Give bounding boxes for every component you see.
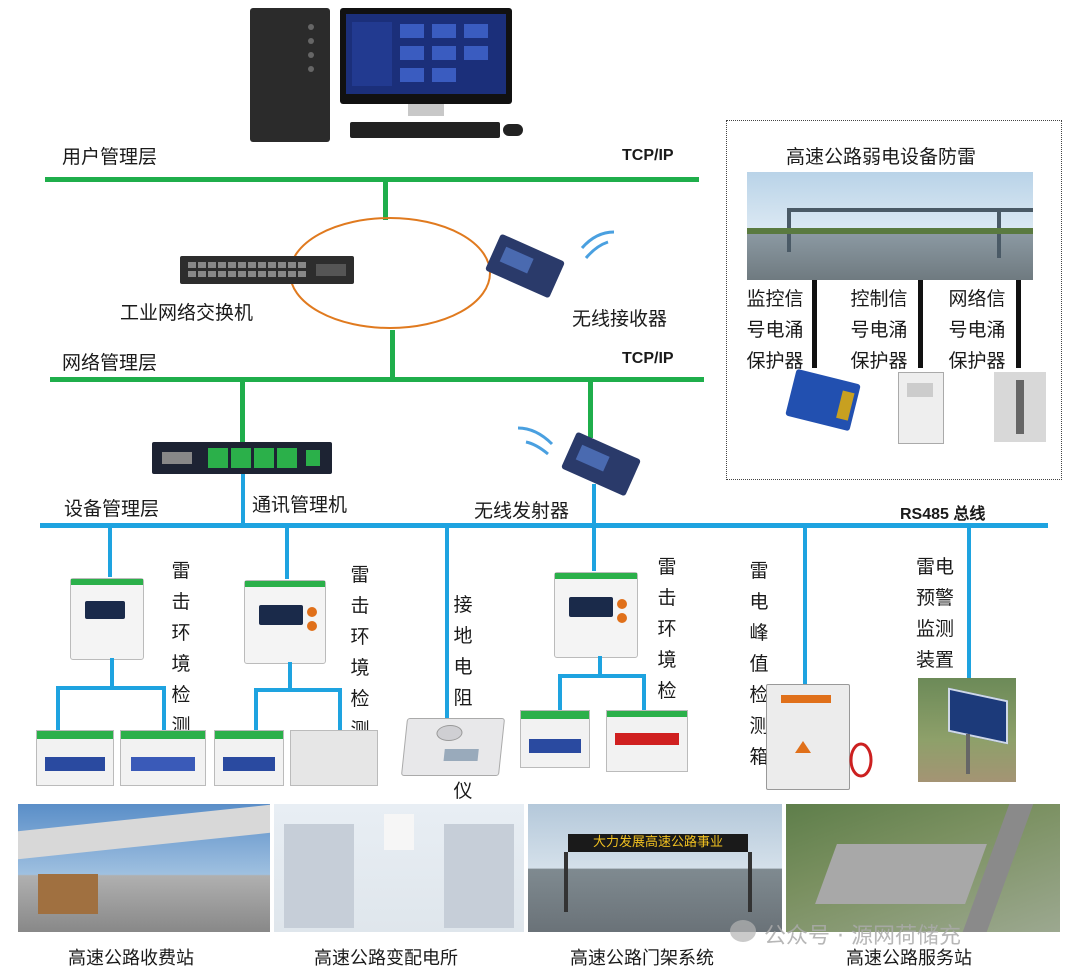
industrial-switch (180, 256, 354, 284)
transmitter-label: 无线发射器 (474, 500, 570, 522)
protector-label-3: 网络信号电涌保护器 (948, 288, 1006, 372)
env-detector-1 (70, 578, 144, 660)
drop-env-2 (285, 527, 289, 579)
env-detector-3 (554, 572, 638, 658)
watermark-text: 公众号 · 源网荷储充 (764, 924, 961, 949)
env1-branch-l (56, 686, 60, 730)
comm-to-rs485 (241, 474, 245, 524)
layer-label-user: 用户管理层 (62, 146, 158, 168)
rs485-bus (40, 523, 1048, 528)
drop-env-3 (592, 527, 596, 571)
caption-service-area: 高速公路服务站 (846, 948, 972, 969)
protector-wire-1 (812, 280, 817, 368)
env2-branch-r (338, 688, 342, 730)
photo-substation (274, 804, 524, 932)
env2-branch (254, 688, 342, 692)
keyboard (350, 122, 500, 138)
caption-gantry: 高速公路门架系统 (570, 948, 714, 969)
transmitter-signal-icon (517, 426, 554, 456)
wireless-receiver (484, 233, 566, 299)
drop-env-1 (108, 527, 112, 577)
env3-branch (558, 674, 646, 678)
protector-label-1: 监控信号电涌保护器 (746, 288, 804, 372)
inset-title: 高速公路弱电设备防雷 (786, 146, 977, 168)
net-bus-drop (390, 330, 395, 378)
caption-toll-station: 高速公路收费站 (68, 948, 194, 969)
pc-tower (250, 8, 330, 142)
monitor-stand (408, 104, 444, 116)
monitor (340, 8, 512, 104)
env1-branch-r (162, 686, 166, 730)
inset-box (726, 120, 1062, 480)
peak-box (766, 684, 850, 790)
env2-drop (288, 662, 292, 688)
net-to-comm (240, 380, 245, 442)
env3-branch-r (642, 674, 646, 710)
protocol-tcp-mid: TCP/IP (622, 350, 674, 367)
peak-box-sensor-coil (849, 742, 873, 778)
watermark-wechat-icon (730, 920, 756, 942)
solar-warning-photo (918, 678, 1016, 782)
breaker-3a (520, 710, 590, 768)
gantry-sign: 大力发展高速公路事业 (592, 835, 723, 850)
user-bus (45, 177, 699, 182)
env3-branch-l (558, 674, 562, 710)
breaker-1a (36, 730, 114, 786)
env1-drop (110, 658, 114, 686)
protector-wire-3 (1016, 280, 1021, 368)
receiver-label: 无线接收器 (572, 308, 668, 330)
transmitter-to-rs485 (592, 484, 596, 524)
wireless-transmitter (560, 431, 642, 497)
protocol-rs485: RS485 总线 (900, 506, 986, 523)
breaker-1b (120, 730, 206, 786)
protector-wire-2 (918, 280, 923, 368)
peak-box-label: 雷电峰值检测箱 (749, 560, 769, 768)
comm-manager (152, 442, 332, 474)
net-to-transmitter (588, 380, 593, 438)
env3-drop (598, 656, 602, 676)
protocol-tcp-top: TCP/IP (622, 147, 674, 164)
receiver-signal-icon (580, 230, 615, 259)
network-bus (50, 377, 704, 382)
protector-device-3 (994, 372, 1046, 442)
layer-label-device: 设备管理层 (64, 498, 160, 520)
switch-label: 工业网络交换机 (120, 302, 254, 324)
drop-warning (967, 527, 971, 679)
caption-substation: 高速公路变配电所 (314, 948, 458, 969)
breaker-2a (214, 730, 284, 786)
photo-gantry: 大力发展高速公路事业 (528, 804, 782, 932)
breaker-3b (606, 710, 688, 772)
drop-peak (803, 527, 807, 685)
breaker-2b (290, 730, 378, 786)
protector-label-2: 控制信号电涌保护器 (850, 288, 908, 372)
photo-toll-station (18, 804, 270, 932)
photo-service-area (786, 804, 1060, 932)
warning-device-label: 雷电预警监测装置 (915, 556, 954, 671)
layer-label-network: 网络管理层 (62, 352, 158, 374)
env-detector-2 (244, 580, 326, 664)
env2-branch-l (254, 688, 258, 730)
highway-gantry-photo (747, 172, 1033, 280)
protector-device-2 (898, 372, 944, 444)
user-bus-drop (383, 180, 388, 220)
drop-ground (445, 527, 449, 731)
comm-manager-label: 通讯管理机 (252, 494, 348, 516)
mouse (503, 124, 523, 136)
ground-tester (400, 718, 506, 776)
env1-branch (56, 686, 166, 690)
